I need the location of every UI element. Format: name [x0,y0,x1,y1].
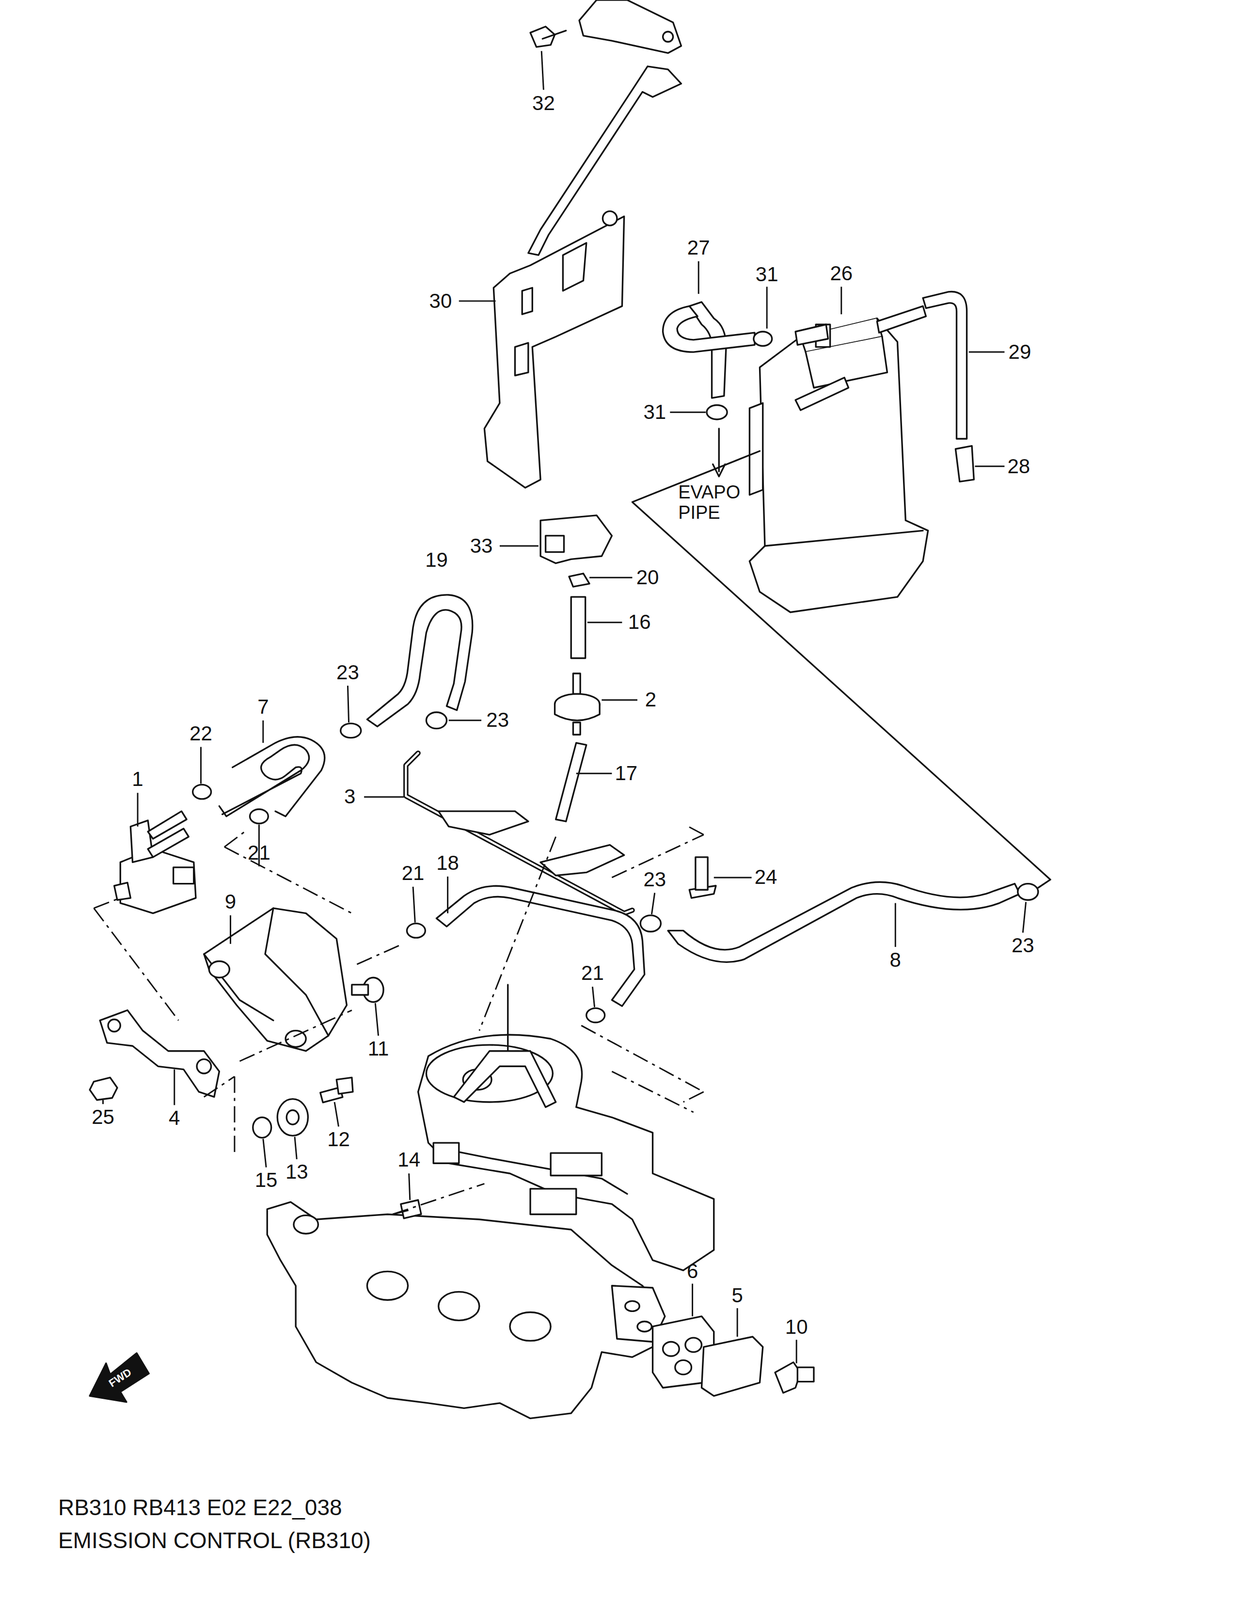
callout-number: 30 [429,289,453,313]
callout-number: 7 [257,695,269,718]
callout-number: 14 [397,1148,421,1171]
callout-number: 21 [247,841,271,864]
callout-number: 26 [829,262,853,285]
caption-text: RB310 RB413 E02 E22_038 [58,1494,343,1520]
callout-number: 17 [614,761,638,785]
callout-number: 11 [367,1037,390,1060]
callout-number: 3 [344,785,356,808]
callout-number: 23 [643,868,666,891]
callout-number: 5 [731,1283,743,1307]
callout-number: 25 [91,1105,115,1128]
callout-number: 23 [486,708,509,731]
callout-number: 4 [168,1106,180,1129]
note-text: EVAPO PIPE [678,482,741,523]
callout-number: 27 [687,236,711,259]
callout-number: 23 [1011,934,1035,957]
callout-number: 32 [532,91,555,114]
callout-number: 24 [754,865,778,888]
callout-number: 15 [254,1168,278,1191]
callout-number: 16 [628,610,651,634]
callout-number: 2 [645,688,657,711]
callout-number: 21 [401,861,425,885]
callout-number: 19 [425,548,448,571]
callout-number: 8 [889,948,902,971]
callout-number: 33 [470,534,493,557]
callout-number: 1 [131,767,143,791]
callout-number: 21 [581,961,604,984]
callout-number: 29 [1008,340,1032,364]
callout-number: 13 [285,1160,309,1183]
callout-number: 22 [189,722,213,745]
callout-number: 12 [327,1127,350,1151]
callout-number: 31 [755,263,779,286]
callout-number: 28 [1007,454,1030,477]
callout-number: 9 [224,890,237,913]
callout-number: 10 [785,1315,809,1338]
callout-number: 20 [636,566,660,589]
callout-number: 6 [686,1259,698,1282]
caption-text: EMISSION CONTROL (RB310) [58,1527,371,1553]
callout-number: 23 [336,660,360,683]
callout-number: 18 [436,851,460,874]
callout-number: 31 [643,400,666,424]
